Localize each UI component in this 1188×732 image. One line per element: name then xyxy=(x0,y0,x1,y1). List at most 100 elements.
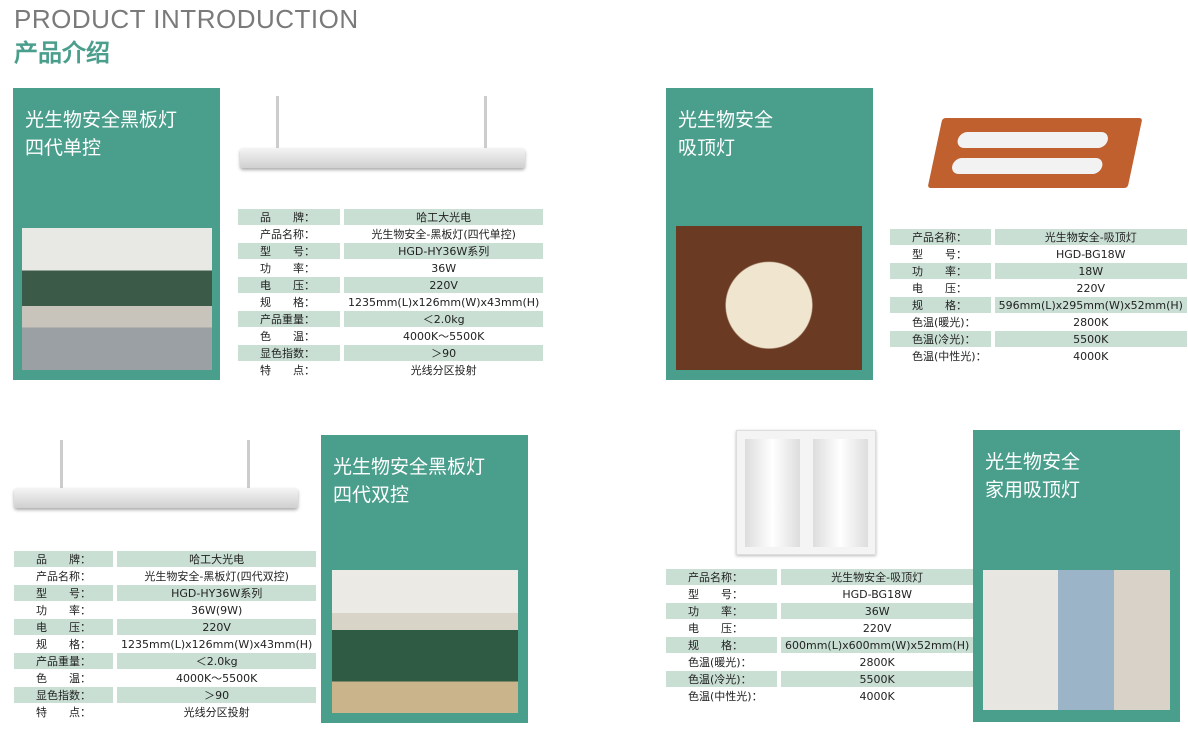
spec-value: HGD-BG18W xyxy=(781,586,974,602)
product-card-3: 光生物安全黑板灯四代双控 xyxy=(321,435,528,723)
product-subname: 家用吸顶灯 xyxy=(985,479,1081,501)
product-subname: 四代单控 xyxy=(25,137,102,159)
spec-value: 4000K xyxy=(781,688,974,704)
spec-value: HGD-HY36W系列 xyxy=(344,243,544,259)
blackboard-lamp-image xyxy=(14,488,298,508)
spec-row: 功 率：36W(9W) xyxy=(14,602,317,618)
lamp-rod xyxy=(60,440,63,490)
product-card-2: 光生物安全吸顶灯 xyxy=(666,88,873,380)
spec-row: 产品重量：＜2.0kg xyxy=(14,653,317,669)
spec-label: 色温(中性光)： xyxy=(666,688,777,704)
spec-label: 电 压： xyxy=(666,620,777,636)
spec-label: 显色指数： xyxy=(238,345,340,361)
spec-row: 品 牌：哈工大光电 xyxy=(238,209,544,225)
spec-label: 电 压： xyxy=(238,277,340,293)
spec-table-3: 品 牌：哈工大光电产品名称：光生物安全-黑板灯(四代双控)型 号：HGD-HY3… xyxy=(10,550,320,721)
spec-row: 色温(冷光)：5500K xyxy=(890,331,1187,347)
spec-row: 规 格：1235mm(L)x126mm(W)x43mm(H) xyxy=(238,294,544,310)
classroom-photo xyxy=(22,228,212,370)
spec-row: 功 率：18W xyxy=(890,263,1187,279)
product-name: 光生物安全 xyxy=(678,109,774,131)
spec-row: 规 格：1235mm(L)x126mm(W)x43mm(H) xyxy=(14,636,317,652)
spec-value: 600mm(L)x600mm(W)x52mm(H) xyxy=(781,637,974,653)
spec-row: 功 率：36W xyxy=(666,603,974,619)
spec-label: 色温(中性光)： xyxy=(890,348,991,364)
spec-row: 电 压：220V xyxy=(666,620,974,636)
office-photo xyxy=(983,570,1170,710)
spec-row: 显色指数：＞90 xyxy=(14,687,317,703)
classroom-photo xyxy=(332,570,518,713)
spec-value: 5500K xyxy=(994,331,1187,347)
spec-label: 型 号： xyxy=(14,585,113,601)
spec-label: 功 率： xyxy=(14,602,113,618)
spec-value: 光线分区投射 xyxy=(117,704,317,720)
spec-label: 产品名称： xyxy=(238,226,340,242)
product-subname: 吸顶灯 xyxy=(678,137,736,159)
blackboard-lamp-image xyxy=(240,148,525,168)
spec-value: 光生物安全-黑板灯(四代单控) xyxy=(344,226,544,242)
spec-value: 18W xyxy=(994,263,1187,279)
spec-value: 光生物安全-吸顶灯 xyxy=(781,569,974,585)
spec-label: 产品名称： xyxy=(890,229,991,245)
spec-row: 型 号：HGD-BG18W xyxy=(666,586,974,602)
spec-label: 规 格： xyxy=(666,637,777,653)
spec-value: ＜2.0kg xyxy=(117,653,317,669)
spec-value: 220V xyxy=(994,280,1187,296)
spec-value: 220V xyxy=(781,620,974,636)
spec-label: 色温(冷光)： xyxy=(666,671,777,687)
product-card-1: 光生物安全黑板灯四代单控 xyxy=(13,88,220,380)
spec-value: 4000K xyxy=(994,348,1187,364)
spec-label: 显色指数： xyxy=(14,687,113,703)
spec-row: 产品名称：光生物安全-黑板灯(四代单控) xyxy=(238,226,544,242)
spec-row: 特 点：光线分区投射 xyxy=(14,704,317,720)
spec-label: 产品重量： xyxy=(238,311,340,327)
title-cn: 产品介绍 xyxy=(14,39,110,67)
spec-row: 型 号：HGD-HY36W系列 xyxy=(14,585,317,601)
spec-label: 功 率： xyxy=(666,603,777,619)
spec-label: 型 号： xyxy=(890,246,991,262)
spec-row: 色 温：4000K～5500K xyxy=(14,670,317,686)
spec-label: 产品名称： xyxy=(666,569,777,585)
spec-value: 220V xyxy=(117,619,317,635)
spec-row: 品 牌：哈工大光电 xyxy=(14,551,317,567)
spec-row: 型 号：HGD-HY36W系列 xyxy=(238,243,544,259)
spec-row: 色温(冷光)：5500K xyxy=(666,671,974,687)
spec-label: 特 点： xyxy=(14,704,113,720)
product-name: 光生物安全 xyxy=(985,451,1081,473)
spec-row: 色温(暖光)：2800K xyxy=(890,314,1187,330)
spec-value: HGD-BG18W xyxy=(994,246,1187,262)
ceiling-lamp-image xyxy=(927,118,1143,188)
spec-value: 哈工大光电 xyxy=(117,551,317,567)
spec-value: 1235mm(L)x126mm(W)x43mm(H) xyxy=(344,294,544,310)
spec-value: 36W xyxy=(344,260,544,276)
spec-label: 色温(冷光)： xyxy=(890,331,991,347)
product-name: 光生物安全黑板灯 xyxy=(333,456,486,478)
spec-row: 特 点：光线分区投射 xyxy=(238,362,544,378)
spec-row: 产品名称：光生物安全-吸顶灯 xyxy=(666,569,974,585)
spec-label: 规 格： xyxy=(14,636,113,652)
spec-value: 1235mm(L)x126mm(W)x43mm(H) xyxy=(117,636,317,652)
spec-label: 色温(暖光)： xyxy=(890,314,991,330)
spec-row: 色 温：4000K～5500K xyxy=(238,328,544,344)
spec-label: 色 温： xyxy=(14,670,113,686)
spec-label: 特 点： xyxy=(238,362,340,378)
spec-row: 规 格：596mm(L)x295mm(W)x52mm(H) xyxy=(890,297,1187,313)
title-en: PRODUCT INTRODUCTION xyxy=(14,4,359,34)
spec-row: 色温(暖光)：2800K xyxy=(666,654,974,670)
spec-value: 光线分区投射 xyxy=(344,362,544,378)
spec-row: 产品重量：＜2.0kg xyxy=(238,311,544,327)
spec-label: 功 率： xyxy=(890,263,991,279)
spec-label: 功 率： xyxy=(238,260,340,276)
spec-label: 规 格： xyxy=(238,294,340,310)
lamp-rod xyxy=(247,440,250,490)
spec-label: 色温(暖光)： xyxy=(666,654,777,670)
spec-value: 2800K xyxy=(781,654,974,670)
spec-value: 光生物安全-黑板灯(四代双控) xyxy=(117,568,317,584)
spec-label: 品 牌： xyxy=(14,551,113,567)
spec-table-1: 品 牌：哈工大光电产品名称：光生物安全-黑板灯(四代单控)型 号：HGD-HY3… xyxy=(234,208,547,379)
spec-value: ＜2.0kg xyxy=(344,311,544,327)
spec-label: 电 压： xyxy=(890,280,991,296)
spec-value: HGD-HY36W系列 xyxy=(117,585,317,601)
